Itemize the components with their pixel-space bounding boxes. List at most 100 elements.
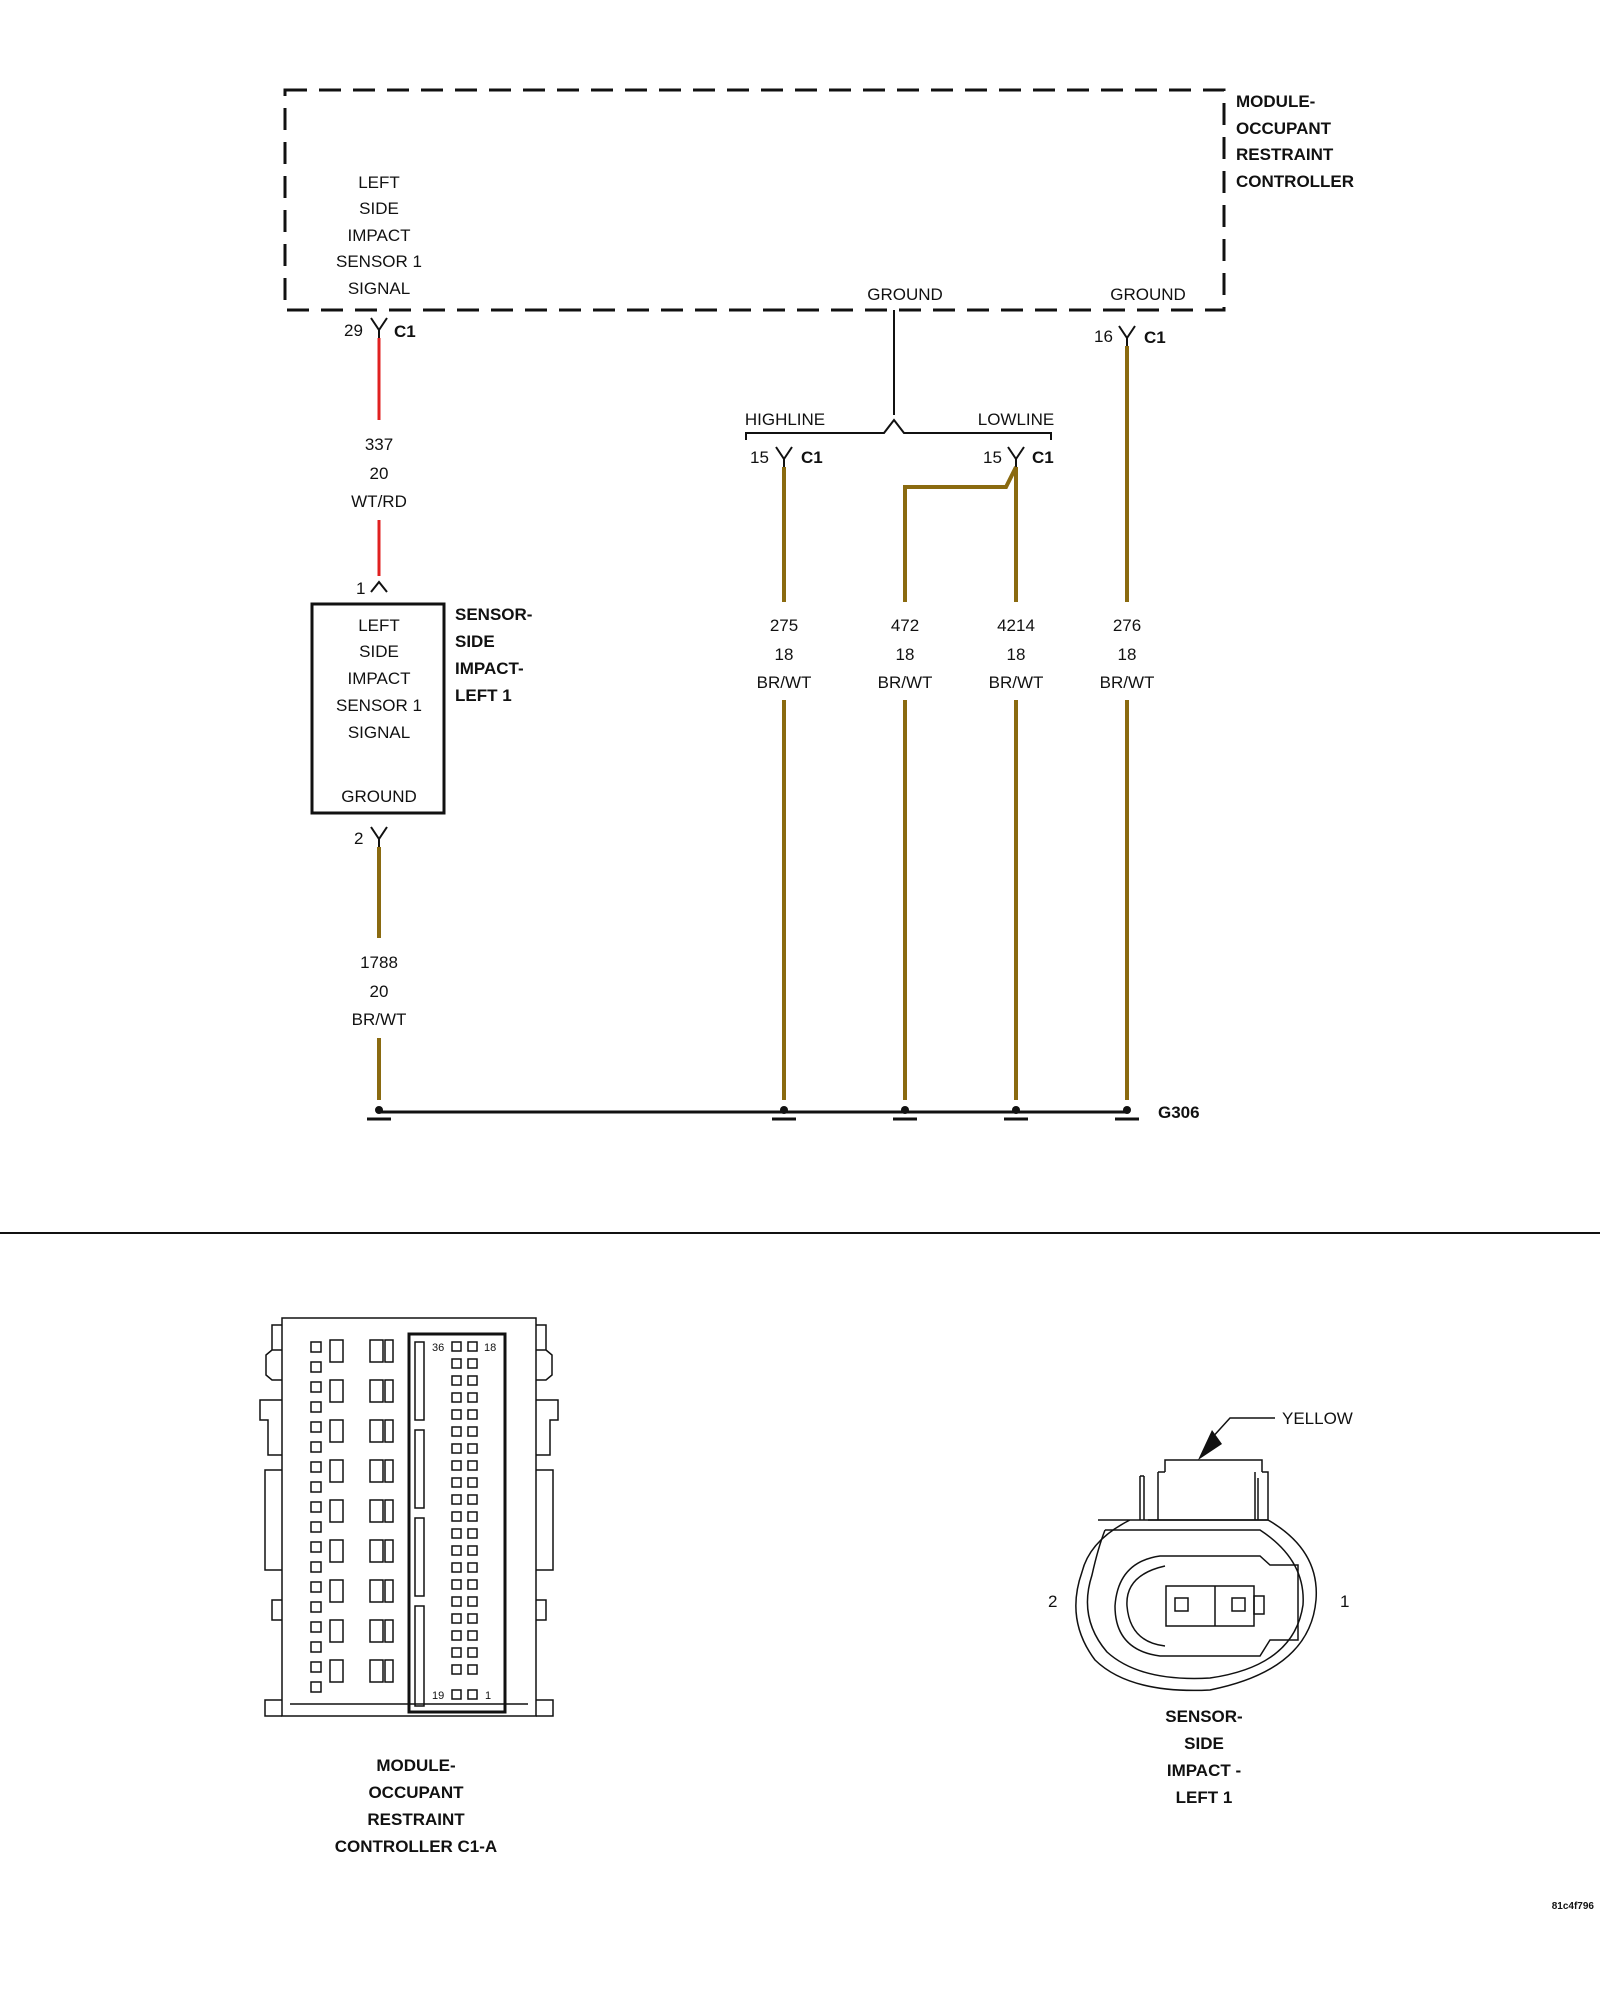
diagram-id: 81c4f796 xyxy=(1552,1901,1595,1912)
svg-text:SIDE: SIDE xyxy=(359,642,399,661)
highline-label: HIGHLINE xyxy=(745,410,825,429)
sensor-signal-label: LEFT SIDE IMPACT SENSOR 1 SIGNAL GROUND xyxy=(336,616,422,806)
highline-connector: 15 C1 xyxy=(750,446,823,467)
sensor-connector-view xyxy=(1075,1459,1318,1692)
svg-text:IMPACT -: IMPACT - xyxy=(1167,1761,1241,1780)
c1a-connector-view xyxy=(259,1317,559,1717)
sensor-view-pin-2: 2 xyxy=(1048,1592,1057,1611)
svg-text:BR/WT: BR/WT xyxy=(1100,673,1155,692)
svg-text:2: 2 xyxy=(354,829,363,848)
svg-text:RESTRAINT: RESTRAINT xyxy=(1236,145,1334,164)
sensor-view-title: SENSOR- SIDE IMPACT - LEFT 1 xyxy=(1165,1707,1242,1807)
svg-text:C1: C1 xyxy=(801,448,823,467)
svg-text:275: 275 xyxy=(770,616,798,635)
sensor-color-label: YELLOW xyxy=(1282,1409,1353,1428)
pin-16-connector: 16 C1 xyxy=(1094,325,1166,347)
svg-text:SENSOR-: SENSOR- xyxy=(1165,1707,1242,1726)
svg-text:BR/WT: BR/WT xyxy=(989,673,1044,692)
svg-text:C1: C1 xyxy=(1032,448,1054,467)
svg-text:SENSOR 1: SENSOR 1 xyxy=(336,696,422,715)
svg-text:SENSOR-: SENSOR- xyxy=(455,605,532,624)
svg-text:IMPACT: IMPACT xyxy=(348,669,411,688)
c1a-pin-18-label: 18 xyxy=(484,1342,496,1354)
wire-4214-label: 4214 18 BR/WT xyxy=(989,616,1044,692)
svg-text:OCCUPANT: OCCUPANT xyxy=(368,1783,464,1802)
svg-text:BR/WT: BR/WT xyxy=(878,673,933,692)
svg-text:CONTROLLER C1-A: CONTROLLER C1-A xyxy=(335,1837,497,1856)
svg-text:SIDE: SIDE xyxy=(359,199,399,218)
splice-1788 xyxy=(367,1106,391,1121)
svg-text:MODULE-: MODULE- xyxy=(1236,92,1315,111)
module-ground-label-2: GROUND xyxy=(1110,285,1186,304)
svg-text:OCCUPANT: OCCUPANT xyxy=(1236,119,1332,138)
splice-276 xyxy=(1115,1106,1139,1121)
wire-472-upper xyxy=(903,466,1018,602)
svg-text:20: 20 xyxy=(370,464,389,483)
svg-text:BR/WT: BR/WT xyxy=(352,1010,407,1029)
svg-text:C1: C1 xyxy=(394,322,416,341)
svg-text:WT/RD: WT/RD xyxy=(351,492,407,511)
svg-text:472: 472 xyxy=(891,616,919,635)
c1a-pin-36-label: 36 xyxy=(432,1342,444,1354)
sensor-box xyxy=(310,602,446,815)
wire-1788-label: 1788 20 BR/WT xyxy=(352,953,407,1029)
svg-text:18: 18 xyxy=(1007,645,1026,664)
wire-472-label: 472 18 BR/WT xyxy=(878,616,933,692)
svg-text:18: 18 xyxy=(896,645,915,664)
wire-337-label: 337 20 WT/RD xyxy=(351,435,407,511)
splice-4214 xyxy=(1004,1106,1028,1121)
svg-text:MODULE-: MODULE- xyxy=(376,1756,455,1775)
svg-text:337: 337 xyxy=(365,435,393,454)
svg-text:LEFT: LEFT xyxy=(358,616,400,635)
pin-29-connector: 29 C1 xyxy=(344,317,416,341)
svg-text:BR/WT: BR/WT xyxy=(757,673,812,692)
svg-text:LEFT: LEFT xyxy=(358,173,400,192)
sensor-pin-1: 1 xyxy=(356,579,388,598)
module-ground-label-1: GROUND xyxy=(867,285,943,304)
svg-text:16: 16 xyxy=(1094,327,1113,346)
c1a-pin-1-label: 1 xyxy=(485,1690,491,1702)
c1a-pin-19-label: 19 xyxy=(432,1690,444,1702)
svg-text:IMPACT-: IMPACT- xyxy=(455,659,524,678)
svg-text:LEFT 1: LEFT 1 xyxy=(455,686,512,705)
sensor-pin-2: 2 xyxy=(354,826,388,848)
svg-text:CONTROLLER: CONTROLLER xyxy=(1236,172,1354,191)
svg-text:GROUND: GROUND xyxy=(341,787,417,806)
svg-text:1788: 1788 xyxy=(360,953,398,972)
svg-text:SIDE: SIDE xyxy=(1184,1734,1224,1753)
wire-275-label: 275 18 BR/WT xyxy=(757,616,812,692)
splice-275 xyxy=(772,1106,796,1121)
module-name: MODULE- OCCUPANT RESTRAINT CONTROLLER xyxy=(1236,92,1354,191)
svg-text:18: 18 xyxy=(1118,645,1137,664)
lowline-connector: 15 C1 xyxy=(983,446,1054,467)
lowline-label: LOWLINE xyxy=(978,410,1055,429)
c1a-title: MODULE- OCCUPANT RESTRAINT CONTROLLER C1… xyxy=(335,1756,497,1856)
svg-text:276: 276 xyxy=(1113,616,1141,635)
svg-text:4214: 4214 xyxy=(997,616,1035,635)
svg-text:IMPACT: IMPACT xyxy=(348,226,411,245)
svg-text:15: 15 xyxy=(750,448,769,467)
module-box xyxy=(283,88,1226,312)
sensor-view-pin-1: 1 xyxy=(1340,1592,1349,1611)
svg-text:SENSOR 1: SENSOR 1 xyxy=(336,252,422,271)
svg-text:20: 20 xyxy=(370,982,389,1001)
ground-g306-label: G306 xyxy=(1158,1103,1200,1122)
svg-text:29: 29 xyxy=(344,321,363,340)
svg-text:1: 1 xyxy=(356,579,365,598)
highline-lowline-split xyxy=(745,418,1052,440)
module-signal-label: LEFT SIDE IMPACT SENSOR 1 SIGNAL xyxy=(336,173,422,298)
svg-text:SIDE: SIDE xyxy=(455,632,495,651)
yellow-pointer xyxy=(1198,1417,1275,1460)
wire-276-label: 276 18 BR/WT xyxy=(1100,616,1155,692)
splice-472 xyxy=(893,1106,917,1121)
svg-text:C1: C1 xyxy=(1144,328,1166,347)
svg-text:15: 15 xyxy=(983,448,1002,467)
ground-splices xyxy=(367,1106,1139,1121)
svg-text:SIGNAL: SIGNAL xyxy=(348,723,410,742)
sensor-name: SENSOR- SIDE IMPACT- LEFT 1 xyxy=(455,605,532,705)
svg-text:LEFT 1: LEFT 1 xyxy=(1176,1788,1233,1807)
svg-text:RESTRAINT: RESTRAINT xyxy=(367,1810,465,1829)
svg-text:18: 18 xyxy=(775,645,794,664)
svg-text:SIGNAL: SIGNAL xyxy=(348,279,410,298)
